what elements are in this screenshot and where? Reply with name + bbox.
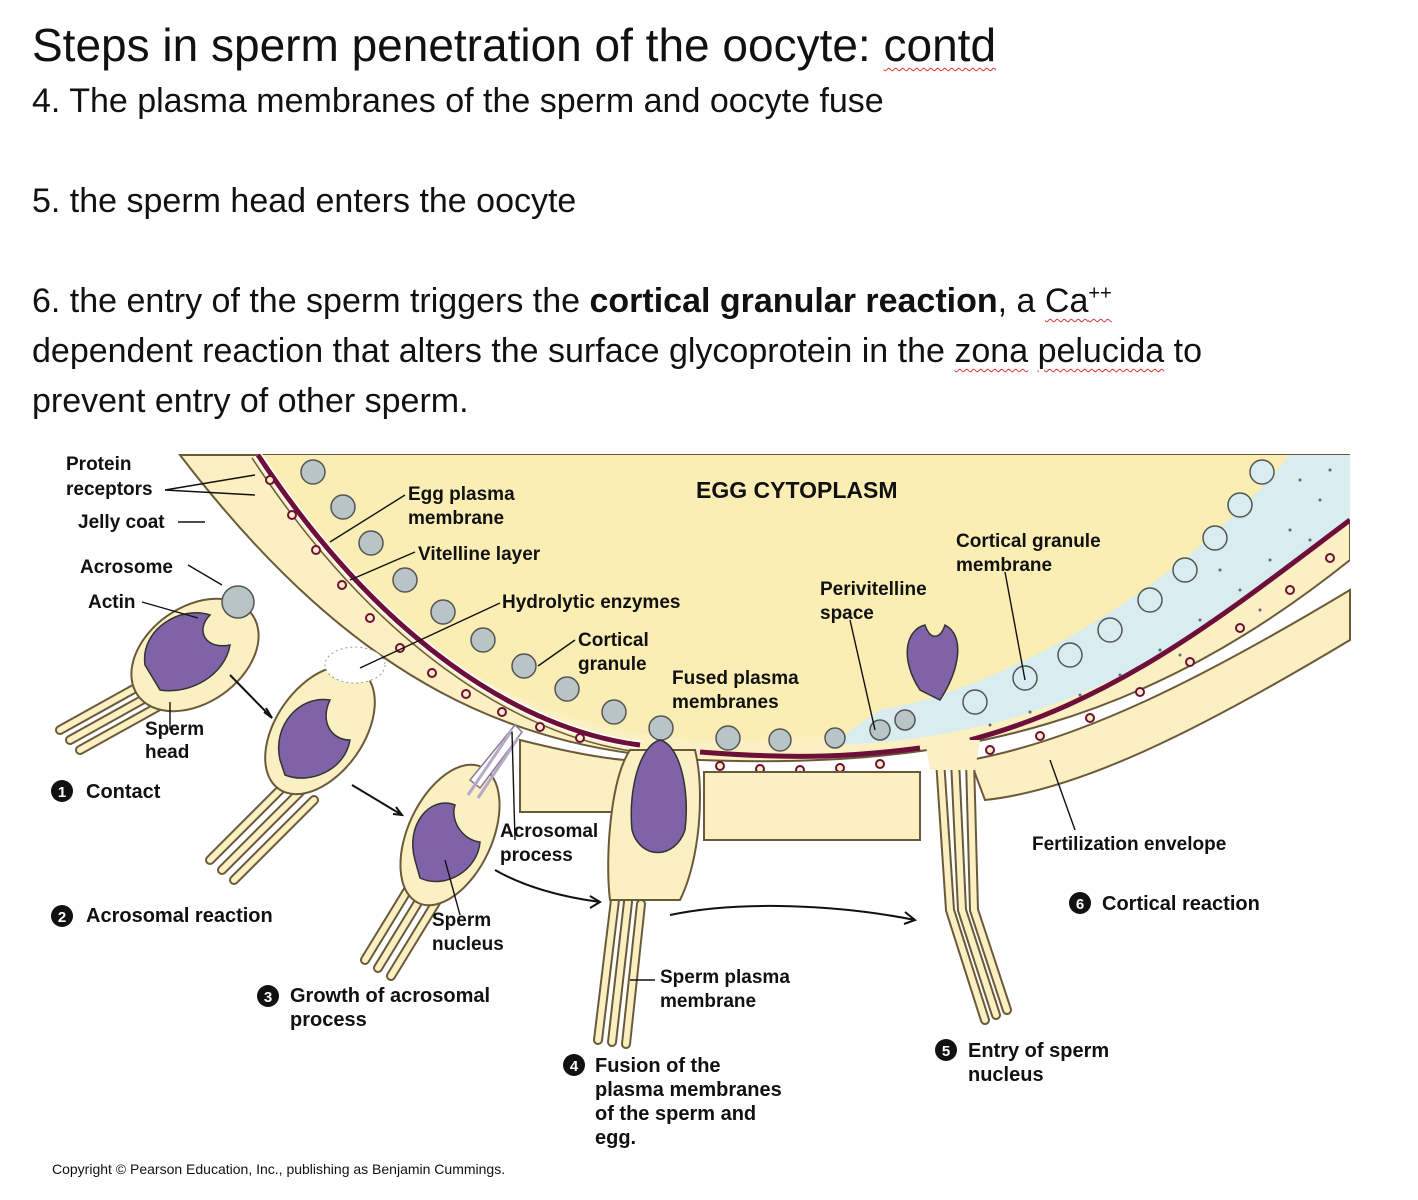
svg-text:Fusion of the: Fusion of the	[595, 1055, 721, 1077]
label-fused-plasma-membranes: Fused plasma	[672, 668, 799, 689]
point-6-line-2: dependent reaction that alters the surfa…	[32, 332, 1203, 370]
svg-text:5: 5	[942, 1043, 950, 1060]
svg-text:plasma membranes: plasma membranes	[595, 1079, 782, 1101]
label-sperm-head: Sperm	[145, 719, 204, 740]
sperm-acrosomal-reaction	[205, 646, 386, 885]
label-cortical-granule-membrane: Cortical granule	[956, 531, 1101, 552]
svg-text:membrane: membrane	[660, 991, 756, 1012]
label-perivitelline-space: Perivitelline	[820, 579, 927, 600]
step-labels: 1 Contact 2 Acrosomal reaction 3 Growth …	[51, 780, 1260, 1149]
label-actin: Actin	[88, 592, 136, 613]
diagram-labels: Protein receptors Jelly coat Acrosome Ac…	[66, 454, 1226, 1012]
sperm-contact	[55, 585, 260, 755]
step-2: 2 Acrosomal reaction	[51, 905, 273, 927]
svg-text:membrane: membrane	[956, 555, 1052, 576]
flow-arrows	[229, 674, 918, 925]
svg-text:3: 3	[264, 989, 272, 1006]
svg-text:process: process	[500, 845, 573, 866]
svg-text:Entry of sperm: Entry of sperm	[968, 1040, 1109, 1062]
step-1: 1 Contact	[51, 780, 161, 803]
svg-text:of the sperm and: of the sperm and	[595, 1103, 756, 1125]
label-egg-cytoplasm: EGG CYTOPLASM	[696, 477, 898, 503]
slide-text: Steps in sperm penetration of the oocyte…	[32, 14, 1402, 426]
svg-text:nucleus: nucleus	[968, 1064, 1044, 1086]
point-6-line-3: prevent entry of other sperm.	[32, 382, 469, 420]
step-6: 6 Cortical reaction	[1069, 892, 1260, 915]
label-cortical-granule: Cortical	[578, 630, 649, 651]
step-5: 5 Entry of sperm nucleus	[935, 1039, 1109, 1086]
label-jelly-coat: Jelly coat	[78, 512, 165, 533]
svg-text:head: head	[145, 742, 189, 763]
calcium-symbol: Ca++	[1044, 282, 1112, 320]
cortical-granules	[300, 459, 916, 752]
svg-text:1: 1	[58, 784, 66, 801]
svg-text:granule: granule	[578, 654, 647, 675]
protein-receptors	[265, 475, 1335, 775]
svg-text:process: process	[290, 1009, 367, 1031]
svg-text:receptors: receptors	[66, 479, 153, 500]
svg-text:4: 4	[570, 1058, 579, 1075]
svg-text:Cortical reaction: Cortical reaction	[1102, 893, 1260, 915]
copyright-notice: Copyright © Pearson Education, Inc., pub…	[52, 1161, 505, 1177]
label-protein-receptors: Protein	[66, 454, 131, 475]
svg-text:6: 6	[1076, 896, 1084, 913]
point-5: 5. the sperm head enters the oocyte	[32, 182, 577, 220]
svg-text:membranes: membranes	[672, 692, 779, 713]
vitelline-blocks	[519, 588, 1351, 841]
fused-granule-bumps	[962, 459, 1275, 715]
svg-text:Acrosomal reaction: Acrosomal reaction	[86, 905, 273, 927]
sperm-penetration-diagram: Protein receptors Jelly coat Acrosome Ac…	[51, 452, 1351, 1177]
label-egg-plasma-membrane: Egg plasma	[408, 484, 515, 505]
label-sperm-nucleus: Sperm	[432, 910, 491, 931]
leader-lines	[141, 474, 1076, 981]
label-vitelline-layer: Vitelline layer	[418, 544, 541, 565]
title-text: Steps in sperm penetration of the oocyte…	[32, 19, 884, 71]
point-6-line-1: 6. the entry of the sperm triggers the c…	[32, 282, 1112, 320]
svg-text:Contact: Contact	[86, 781, 161, 803]
svg-text:egg.: egg.	[595, 1127, 636, 1149]
svg-text:2: 2	[58, 909, 66, 926]
sperm-acrosomal-process	[360, 723, 523, 981]
svg-text:nucleus: nucleus	[432, 934, 504, 955]
slide-title: Steps in sperm penetration of the oocyte…	[32, 14, 1402, 76]
point-4: 4. The plasma membranes of the sperm and…	[32, 82, 884, 120]
label-acrosome: Acrosome	[80, 557, 173, 578]
sperm-entry	[906, 623, 1012, 1025]
svg-text:membrane: membrane	[408, 508, 504, 529]
step-3: 3 Growth of acrosomal process	[257, 985, 490, 1031]
svg-text:Growth of acrosomal: Growth of acrosomal	[290, 985, 490, 1007]
title-word-contd: contd	[883, 19, 997, 71]
egg-plasma-membrane	[255, 453, 1350, 759]
sperm-fusion	[593, 739, 701, 1049]
cortical-fluid-dots	[988, 468, 1332, 727]
label-hydrolytic-enzymes: Hydrolytic enzymes	[502, 592, 680, 613]
vitelline-layer-outline	[251, 457, 639, 753]
step-4: 4 Fusion of the plasma membranes of the …	[563, 1054, 782, 1149]
label-fertilization-envelope: Fertilization envelope	[1032, 834, 1226, 855]
label-sperm-plasma-membrane: Sperm plasma	[660, 967, 790, 988]
label-acrosomal-process: Acrosomal	[500, 821, 598, 842]
svg-text:space: space	[820, 603, 874, 624]
cortical-granular-reaction-term: cortical granular reaction	[589, 282, 998, 320]
